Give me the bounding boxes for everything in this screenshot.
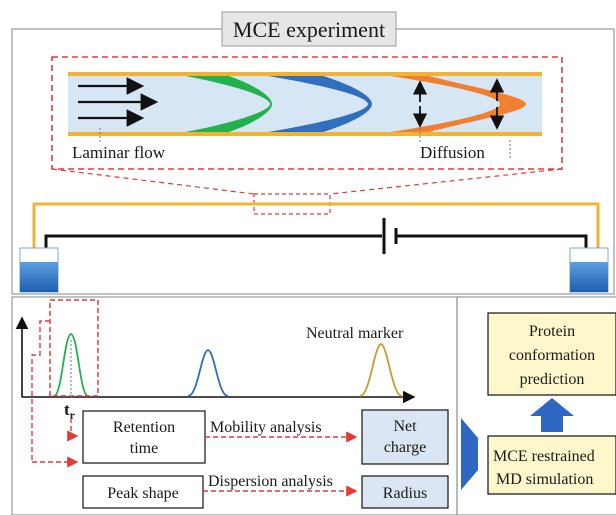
vial-right — [569, 247, 609, 293]
vial-left — [19, 247, 59, 293]
zoom-line-left — [51, 168, 255, 195]
prediction-line2: conformation — [509, 347, 595, 364]
peak-green — [53, 333, 89, 397]
neutral-marker-label: Neutral marker — [306, 325, 404, 342]
laminar-label: Laminar flow — [72, 143, 166, 162]
net-line1: Net — [393, 418, 417, 435]
peak-blue — [187, 349, 229, 397]
up-arrow-icon — [530, 398, 574, 432]
zoom-line-right — [329, 168, 563, 195]
prediction-line3: prediction — [520, 371, 585, 388]
peak-gold — [359, 343, 403, 397]
net-charge-box — [361, 409, 449, 465]
chevron-right-icon — [461, 418, 478, 490]
band-orange — [384, 75, 526, 133]
tr-label: tr — [64, 400, 76, 422]
retention-box — [82, 410, 206, 464]
title-text: MCE experiment — [233, 17, 385, 42]
radius-box — [361, 475, 449, 509]
peak-shape-box — [82, 475, 204, 509]
retention-line2: time — [130, 440, 158, 457]
md-line2: MD simulation — [496, 471, 593, 488]
band-green — [180, 75, 272, 133]
prediction-box — [487, 312, 616, 396]
electrode-wire — [44, 234, 588, 278]
capillary — [68, 72, 542, 136]
radius-label: Radius — [383, 485, 427, 502]
mobility-label: Mobility analysis — [210, 419, 322, 436]
feed-lines — [31, 320, 79, 468]
zoom-box — [51, 56, 563, 170]
md-simulation-box — [487, 435, 616, 495]
capillary-wire — [32, 202, 600, 278]
retention-line1: Retention — [113, 419, 175, 436]
prediction-panel — [456, 296, 616, 515]
peak-select-box — [49, 299, 99, 397]
band-blue — [262, 75, 372, 133]
peak-shape-label: Peak shape — [107, 485, 179, 502]
prediction-line1: Protein — [529, 323, 575, 340]
diffusion-label: Diffusion — [420, 143, 485, 162]
flow-arrows — [78, 77, 159, 127]
dispersion-label: Dispersion analysis — [208, 473, 333, 490]
title-box — [221, 11, 397, 47]
md-line1: MCE restrained — [493, 448, 595, 465]
diffusion-arrows — [412, 78, 505, 130]
net-line2: charge — [384, 439, 426, 456]
